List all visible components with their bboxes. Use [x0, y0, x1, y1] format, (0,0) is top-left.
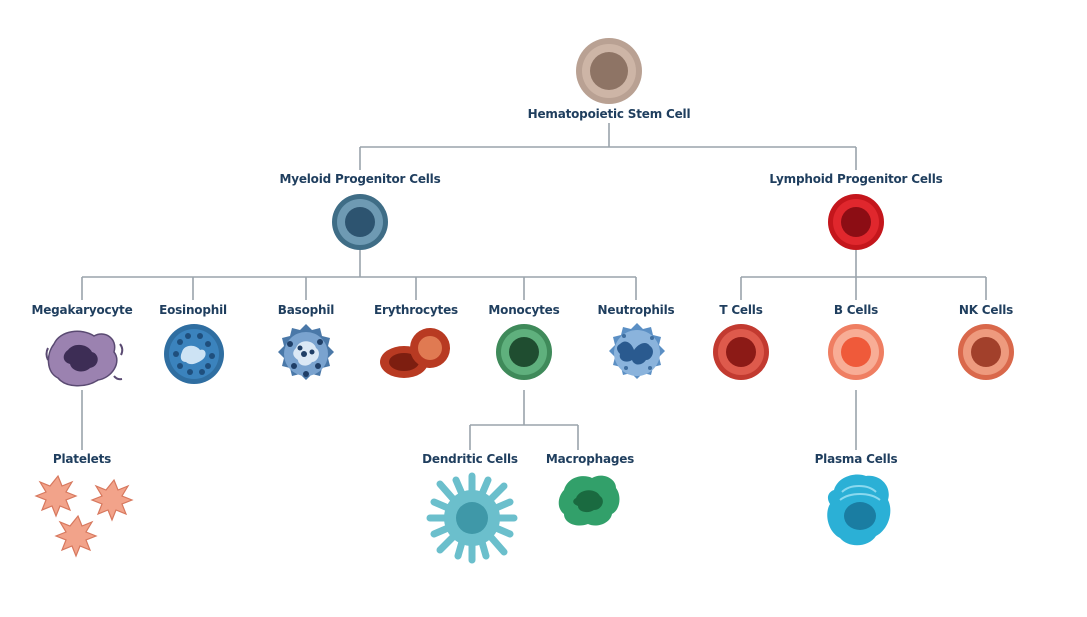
nk-cell-icon	[958, 324, 1014, 380]
eosinophil-icon	[164, 324, 224, 384]
myeloid-progenitor-label: Myeloid Progenitor Cells	[279, 172, 441, 186]
macrophage-icon	[558, 475, 620, 526]
monocytes-icon	[496, 324, 552, 380]
neutrophils-label: Neutrophils	[597, 303, 675, 317]
nk-cell-label: NK Cells	[958, 303, 1014, 317]
plasma-cell-icon	[827, 474, 891, 546]
dendritic-cell-icon	[426, 472, 518, 564]
neutrophils-icon	[609, 323, 665, 379]
erythrocytes-icon	[380, 328, 450, 378]
stem-cell-label: Hematopoietic Stem Cell	[527, 107, 691, 121]
erythrocytes-label: Erythrocytes	[374, 303, 458, 317]
plasma-cells-label: Plasma Cells	[814, 452, 898, 466]
b-cell-icon	[828, 324, 884, 380]
t-cell-icon	[713, 324, 769, 380]
basophil-icon	[278, 324, 334, 380]
platelets-label: Platelets	[52, 452, 112, 466]
platelets-icon	[34, 474, 134, 558]
monocytes-label: Monocytes	[488, 303, 560, 317]
dendritic-cells-label: Dendritic Cells	[422, 452, 518, 466]
megakaryocyte-icon	[45, 330, 124, 387]
myeloid-progenitor-icon	[332, 194, 388, 250]
t-cell-label: T Cells	[719, 303, 763, 317]
lymphoid-progenitor-label: Lymphoid Progenitor Cells	[769, 172, 943, 186]
lymphoid-progenitor-icon	[828, 194, 884, 250]
macrophages-label: Macrophages	[545, 452, 635, 466]
stem-cell-icon	[576, 38, 642, 104]
basophil-label: Basophil	[277, 303, 335, 317]
megakaryocyte-label: Megakaryocyte	[31, 303, 133, 317]
b-cell-label: B Cells	[833, 303, 879, 317]
eosinophil-label: Eosinophil	[159, 303, 227, 317]
